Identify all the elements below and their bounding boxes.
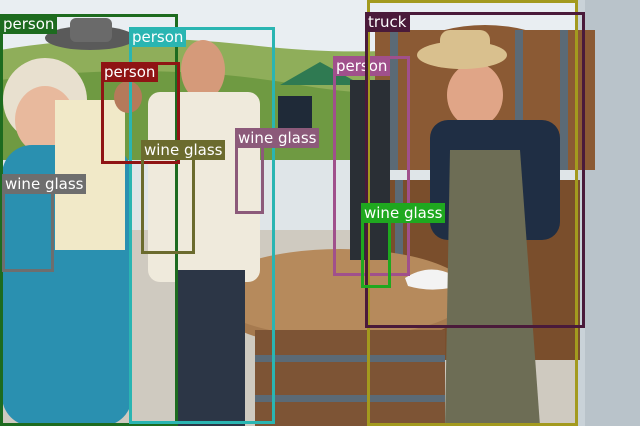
detection-box-truck: truck bbox=[365, 12, 585, 328]
detection-box-person-3: person bbox=[101, 62, 180, 164]
detection-label: wine glass bbox=[2, 174, 87, 194]
detection-box-wine-glass-3: wine glass bbox=[235, 128, 320, 214]
detection-label: wine glass bbox=[235, 128, 320, 148]
detection-label: truck bbox=[365, 12, 410, 32]
detection-label: person bbox=[333, 56, 391, 76]
detection-box-wine-glass-2: wine glass bbox=[141, 140, 226, 254]
detection-label: person bbox=[129, 27, 187, 47]
detection-label: person bbox=[101, 62, 159, 82]
detection-box-wine-glass-4: wine glass bbox=[361, 203, 446, 288]
detection-label: wine glass bbox=[141, 140, 226, 160]
detection-label: person bbox=[0, 14, 58, 34]
detection-box-person-2: person bbox=[129, 27, 275, 424]
detection-box-wine-glass-1: wine glass bbox=[2, 174, 87, 272]
detection-box-person-4: person bbox=[333, 56, 410, 276]
detection-box-person-1: person bbox=[0, 14, 178, 426]
detection-label: wine glass bbox=[361, 203, 446, 223]
